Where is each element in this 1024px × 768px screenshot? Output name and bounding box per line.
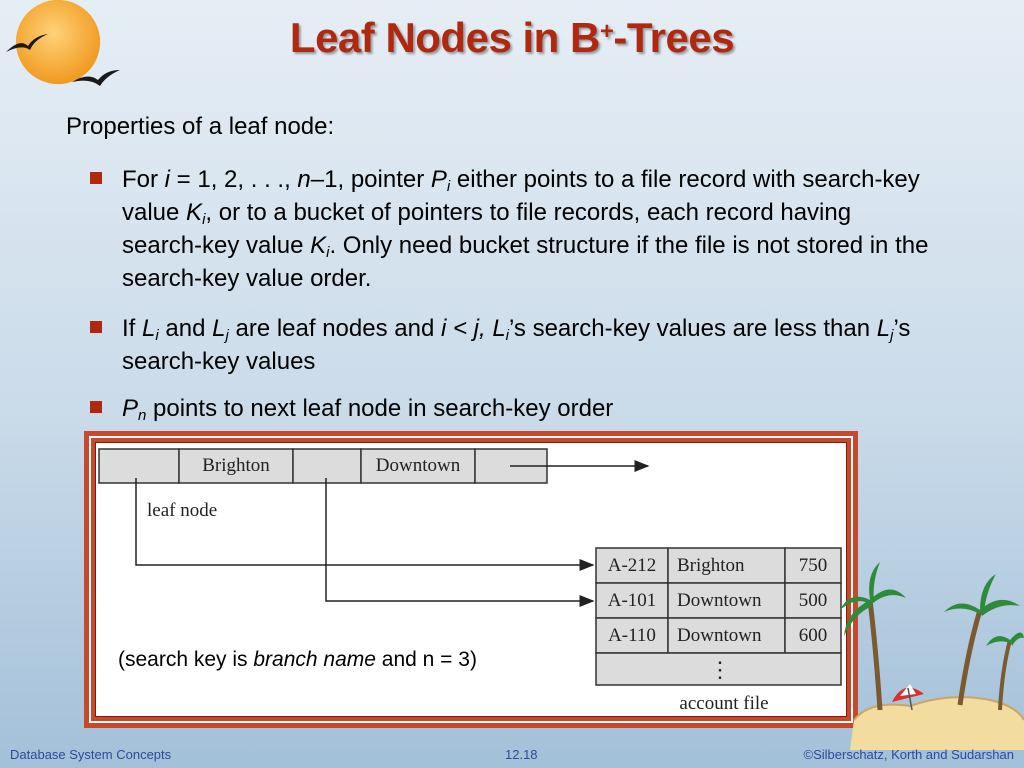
table-cell: Downtown (677, 590, 762, 611)
page-title: Leaf Nodes in B+-Trees (289, 14, 735, 61)
bullet-square-icon (90, 401, 102, 413)
table-cell: A-212 (608, 555, 657, 576)
palm-island-icon (840, 562, 1024, 750)
bird-icon (72, 70, 120, 86)
bullet-square-icon (90, 172, 102, 184)
bullet-text: Pn points to next leaf node in search-ke… (122, 395, 614, 424)
leaf-node-label: leaf node (147, 500, 217, 521)
leaf-pointer-cell (292, 448, 362, 484)
footer-course: Database System Concepts (10, 747, 172, 762)
sun-logo-icon (6, 0, 120, 86)
leaf-node (98, 448, 548, 484)
bullet-text: If Li and Lj are leaf nodes and i < j, L… (122, 315, 911, 375)
leaf-pointer-cell (98, 448, 180, 484)
table-cell: 500 (799, 590, 828, 611)
bird-icon (6, 34, 48, 52)
leaf-key-label: Brighton (202, 455, 270, 476)
leaf-key-cell (360, 448, 476, 484)
table-cell: A-101 (608, 590, 657, 611)
figure-caption: (search key is branch name and n = 3) (118, 648, 477, 671)
pointer-arrow (325, 478, 595, 607)
table-cell: Downtown (677, 625, 762, 646)
leaf-key-cell (178, 448, 294, 484)
table-cell: 750 (799, 555, 828, 576)
account-file-table (595, 547, 842, 686)
footer-copyright: ©Silberschatz, Korth and Sudarshan (803, 747, 1014, 762)
table-cell: 600 (799, 625, 828, 646)
bullet-square-icon (90, 321, 102, 333)
bullet-item: For i = 1, 2, . . ., n–1, pointer Pi eit… (90, 163, 940, 303)
bullet-item: If Li and Lj are leaf nodes and i < j, L… (90, 312, 940, 382)
footer-page-number: 12.18 (505, 747, 538, 762)
account-file-label: account file (679, 693, 768, 714)
table-cell: A-110 (608, 625, 656, 646)
table-cell: Brighton (677, 555, 745, 576)
table-ellipsis: ⋮ (709, 657, 731, 682)
bullet-item: Pn points to next leaf node in search-ke… (90, 392, 940, 428)
bullet-text: For i = 1, 2, . . ., n–1, pointer Pi eit… (122, 166, 929, 292)
leaf-key-label: Downtown (376, 455, 461, 476)
pointer-arrow (135, 478, 595, 571)
intro-text: Properties of a leaf node: (66, 113, 335, 140)
